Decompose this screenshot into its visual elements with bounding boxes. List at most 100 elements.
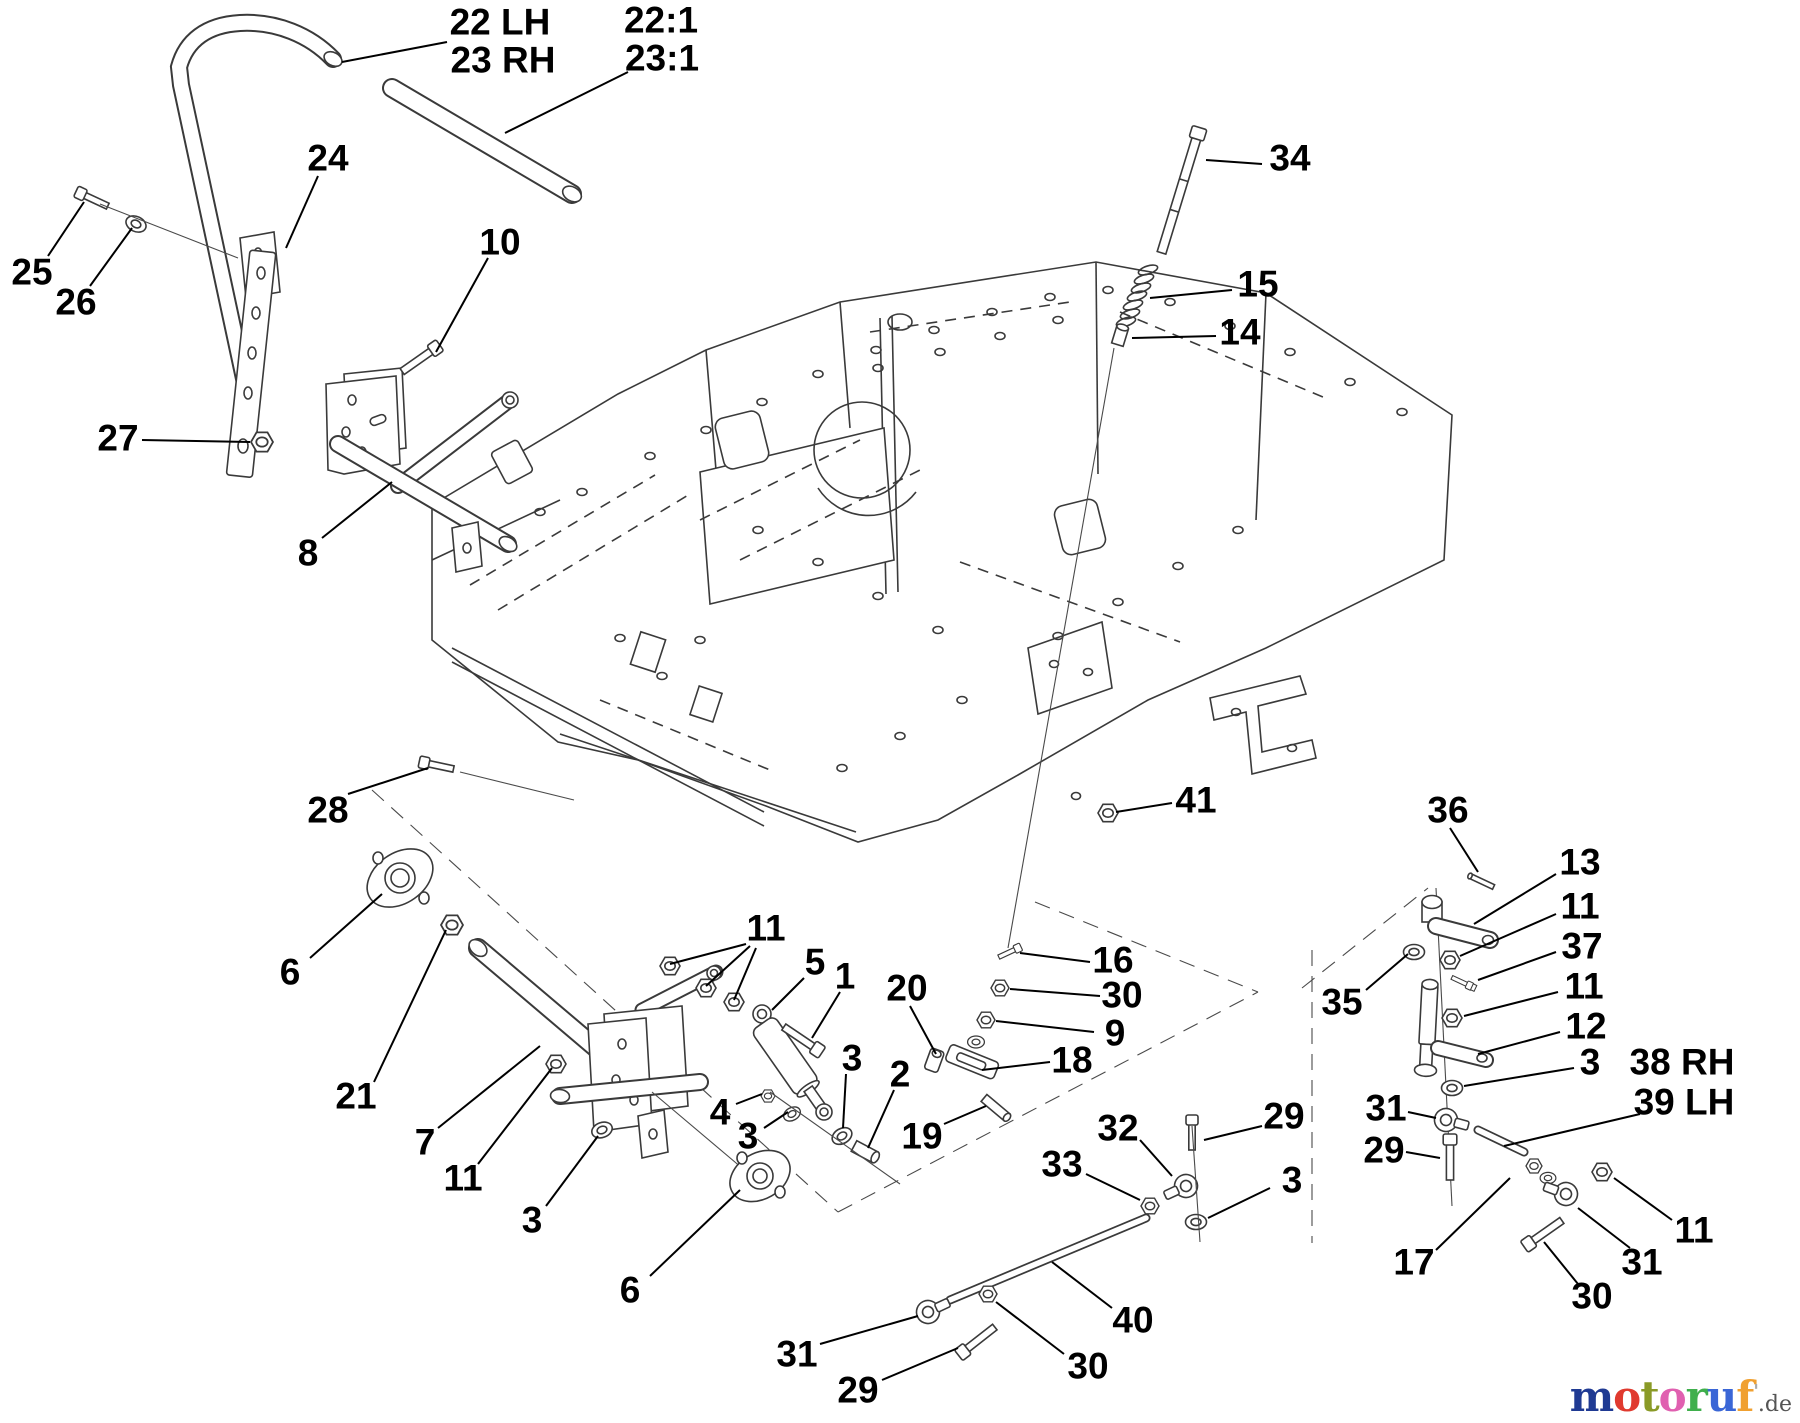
leader-line-35: [1365, 953, 1409, 991]
leader-line-29: [881, 1347, 959, 1381]
washer-3-bottom: [1184, 1213, 1208, 1231]
shaft-8: [329, 435, 518, 573]
nut-11-upper-right: [1439, 950, 1461, 970]
callout-11: 11: [443, 1158, 482, 1199]
leader-line-27: [141, 439, 251, 443]
leader-line-28: [347, 767, 429, 795]
leader-line-4: [735, 1093, 763, 1105]
callout-29: 29: [837, 1370, 878, 1411]
leader-line-13: [1473, 873, 1557, 925]
watermark-letter: r: [1685, 1372, 1708, 1421]
leader-line-11: [705, 945, 751, 987]
callout-40: 40: [1112, 1300, 1153, 1341]
callout-16: 16: [1092, 940, 1133, 981]
callout-15: 15: [1237, 264, 1278, 305]
callout-3: 3: [738, 1116, 759, 1157]
callout-38-rh: 38 RH: [1630, 1042, 1735, 1083]
callout-21: 21: [335, 1076, 376, 1117]
callout-7: 7: [415, 1122, 436, 1163]
callout-23-rh: 23 RH: [451, 40, 556, 81]
leader-line-11: [1613, 1177, 1673, 1221]
pin-19: [979, 1093, 1012, 1123]
callout-37: 37: [1561, 926, 1602, 967]
watermark-letter: f: [1736, 1372, 1754, 1421]
leader-line-11: [669, 943, 747, 965]
leader-line-31: [819, 1315, 919, 1345]
callout-22-lh: 22 LH: [450, 2, 551, 43]
jam-nut: [1525, 1158, 1543, 1174]
leader-line-24: [285, 175, 319, 249]
callout-31: 31: [1365, 1088, 1406, 1129]
leader-line-11: [477, 1067, 553, 1165]
watermark-letter: u: [1706, 1372, 1738, 1421]
leader-line-26: [89, 227, 133, 287]
leader-line-39-lh: [1503, 1113, 1641, 1147]
callout-33: 33: [1041, 1144, 1082, 1185]
leader-line-1: [811, 991, 841, 1039]
callout-3: 3: [1580, 1042, 1601, 1083]
leader-line-25: [47, 201, 85, 257]
nut-11-b: [695, 978, 717, 998]
callout-31: 31: [1621, 1242, 1662, 1283]
clevis-20: [923, 1047, 945, 1074]
callout-9: 9: [1105, 1013, 1126, 1054]
callout-6: 6: [280, 952, 301, 993]
leader-line-31: [1407, 1111, 1437, 1119]
callout-30: 30: [1067, 1346, 1108, 1387]
washer-26: [122, 211, 150, 237]
flange-nut-27: [250, 431, 274, 453]
nut-33: [1140, 1197, 1160, 1215]
leader-line-6: [649, 1189, 741, 1277]
callout-30: 30: [1101, 975, 1142, 1016]
bushing-14: [1110, 323, 1130, 348]
detail-boundary-lines: [371, 789, 1429, 1243]
rod-end-31-left: [1431, 1105, 1472, 1138]
callout-12: 12: [1565, 1006, 1606, 1047]
callout-2: 2: [890, 1054, 911, 1095]
leader-line-5: [771, 977, 805, 1011]
callout-28: 28: [307, 790, 348, 831]
cotter-pin-36: [1466, 872, 1496, 891]
leader-line-3: [545, 1135, 599, 1207]
leader-line-30: [1543, 1241, 1579, 1285]
motoruf-watermark: motoruf'.de: [1569, 1372, 1792, 1421]
nut-11-c: [723, 992, 745, 1012]
pivot-bracket-center: [549, 1005, 709, 1159]
callout-11: 11: [746, 908, 785, 949]
callout-5: 5: [805, 942, 826, 983]
leader-line-8: [321, 481, 393, 539]
bellcrank-13-group: [1402, 872, 1499, 1207]
callout-29: 29: [1363, 1130, 1404, 1171]
washer-upper: [966, 1035, 986, 1049]
callout-31: 31: [776, 1334, 817, 1375]
leader-line-15: [1149, 289, 1233, 299]
damper-1: [752, 1004, 833, 1121]
nut-11-end: [1591, 1162, 1613, 1182]
pivot-pin-35: [1413, 978, 1439, 1078]
callout-1: 1: [835, 956, 856, 997]
assembly-axis-28: [459, 771, 575, 801]
callout-27: 27: [97, 418, 138, 459]
leader-line-29: [1405, 1151, 1441, 1159]
bolt-30-right: [1519, 1214, 1567, 1254]
eye-bolt-34: [1156, 125, 1208, 256]
flange-bearing-6-center: [651, 1091, 791, 1203]
leader-line-9: [995, 1020, 1095, 1033]
assembly-axis-25-26: [99, 203, 239, 259]
leader-line-18: [981, 1061, 1051, 1071]
callout-10: 10: [479, 222, 520, 263]
nut-4: [760, 1089, 776, 1103]
callout-41: 41: [1175, 780, 1216, 821]
leader-lines: [47, 41, 1673, 1381]
chassis-frame: [431, 261, 1453, 843]
nut-11-a: [659, 956, 681, 976]
watermark-letter: t: [1640, 1372, 1659, 1421]
callout-3: 3: [842, 1038, 863, 1079]
callout-3: 3: [1282, 1160, 1303, 1201]
assembly-axis-damper: [769, 1091, 901, 1185]
callout-32: 32: [1097, 1108, 1138, 1149]
callout-35: 35: [1321, 982, 1362, 1023]
support-bar-24: [225, 249, 277, 478]
